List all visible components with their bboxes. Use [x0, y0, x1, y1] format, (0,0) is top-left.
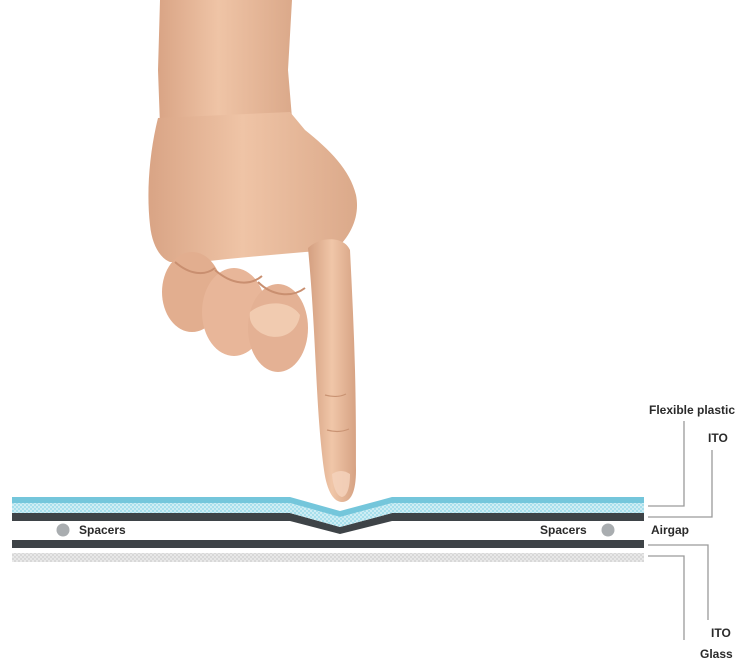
- hand-back-shape: [148, 112, 357, 262]
- leader-glass: [648, 556, 684, 640]
- hand-illustration: [148, 0, 357, 502]
- label-spacers-left: Spacers: [79, 523, 126, 537]
- label-ito-top: ITO: [708, 431, 728, 445]
- spacer-right: [602, 524, 615, 537]
- leader-ito-top: [648, 450, 712, 517]
- index-finger-shape: [308, 239, 356, 502]
- forearm-shape: [158, 0, 292, 132]
- label-spacers-right: Spacers: [540, 523, 587, 537]
- label-ito-bottom: ITO: [711, 626, 731, 640]
- glass-layer: [12, 553, 644, 562]
- label-glass: Glass: [700, 647, 733, 661]
- label-airgap: Airgap: [651, 523, 689, 537]
- leader-flexible-plastic: [648, 421, 684, 506]
- ito-bottom-layer: [12, 540, 644, 548]
- spacer-left: [57, 524, 70, 537]
- label-flexible-plastic: Flexible plastic: [649, 403, 735, 417]
